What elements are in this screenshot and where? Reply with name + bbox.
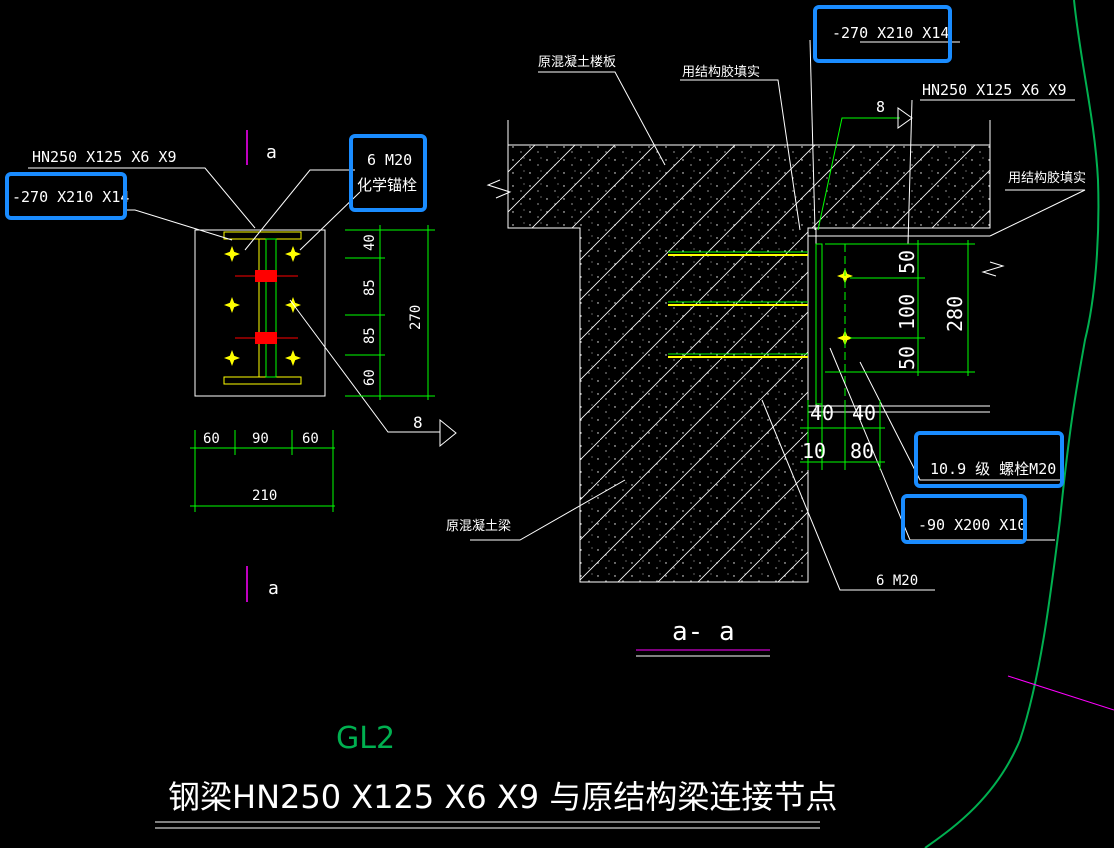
beam-concrete-label: 原混凝土梁 bbox=[446, 518, 511, 534]
section-dim-50b: 50 bbox=[895, 346, 919, 370]
left-section-marker-top: a bbox=[266, 142, 277, 163]
embedded-plate bbox=[194, 229, 326, 397]
section-dim-280: 280 bbox=[943, 296, 967, 332]
section-dim-40a: 40 bbox=[810, 401, 834, 425]
glue-label-top: 用结构胶填实 bbox=[682, 64, 760, 80]
left-section-marker-bottom: a bbox=[268, 578, 279, 599]
anchor-stars bbox=[224, 246, 301, 366]
highlight-left-plate bbox=[5, 172, 127, 220]
section-anchor-label: 6 M20 bbox=[876, 573, 918, 589]
highlight-fin-plate bbox=[901, 494, 1027, 544]
bolt-red-2 bbox=[255, 332, 277, 344]
section-weld-size: 8 bbox=[876, 98, 885, 116]
section-dim-80: 80 bbox=[850, 439, 874, 463]
fin-plate-label: -90 X200 X10 bbox=[918, 516, 1026, 534]
boundary-curve bbox=[924, 0, 1100, 848]
left-anchor-label-1: 6 M20 bbox=[367, 151, 412, 169]
left-dim-h-90: 90 bbox=[252, 431, 269, 447]
left-dim-270: 270 bbox=[408, 305, 424, 330]
bolt-red-1 bbox=[255, 270, 277, 282]
left-beam-label: HN250 X125 X6 X9 bbox=[32, 148, 177, 166]
left-dim-210: 210 bbox=[252, 488, 277, 504]
bolt-label: 10.9 级 螺栓M20 bbox=[930, 460, 1056, 478]
section-dim-40b: 40 bbox=[852, 401, 876, 425]
left-dim-85b: 85 bbox=[362, 327, 378, 344]
magenta-leader bbox=[1007, 675, 1114, 711]
left-plate-label: -270 X210 X14 bbox=[12, 188, 129, 206]
left-dim-40: 40 bbox=[362, 234, 378, 251]
section-embedded-plate bbox=[807, 227, 817, 413]
section-title: a- a bbox=[672, 617, 735, 647]
highlight-bolt bbox=[914, 431, 1064, 488]
highlight-section-plate bbox=[813, 5, 952, 63]
section-view bbox=[470, 39, 1086, 657]
section-beam-label: HN250 X125 X6 X9 bbox=[922, 81, 1067, 99]
left-dim-h-60b: 60 bbox=[302, 431, 319, 447]
glue-label-right: 用结构胶填实 bbox=[1008, 170, 1086, 186]
left-dim-85a: 85 bbox=[362, 279, 378, 296]
left-anchor-label-2: 化学锚栓 bbox=[357, 176, 417, 194]
left-weld-size: 8 bbox=[413, 413, 423, 432]
section-dim-10: 10 bbox=[802, 439, 826, 463]
section-dim-100: 100 bbox=[895, 294, 919, 330]
slab-label: 原混凝土楼板 bbox=[538, 54, 616, 70]
drawing-title: 钢梁HN250 X125 X6 X9 与原结构梁连接节点 bbox=[168, 778, 837, 816]
highlight-left-anchor bbox=[349, 134, 427, 212]
left-elevation-view bbox=[28, 130, 457, 602]
left-dim-h-60a: 60 bbox=[203, 431, 220, 447]
section-plate-label: -270 X210 X14 bbox=[832, 24, 949, 42]
section-fin-plate bbox=[815, 243, 823, 405]
drawing-code: GL2 bbox=[336, 721, 395, 756]
left-dim-60: 60 bbox=[362, 369, 378, 386]
section-dim-50a: 50 bbox=[895, 250, 919, 274]
